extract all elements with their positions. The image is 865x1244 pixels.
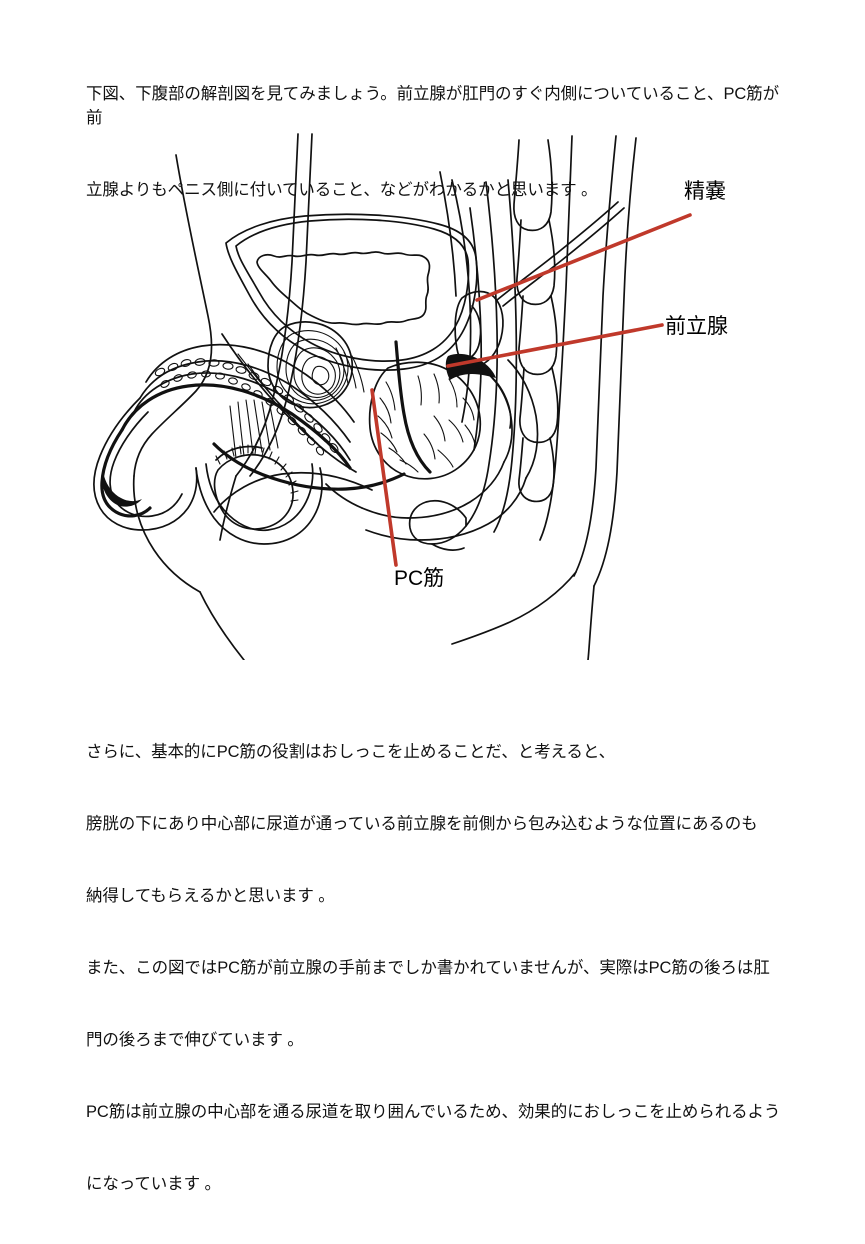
closing-line-6: PC筋は前立腺の中心部を通る尿道を取り囲んでいるため、効果的におしっこを止められ… — [86, 1103, 781, 1121]
back-skin-contour-inner-line — [573, 135, 617, 577]
rectum-anterior-wall-line — [485, 371, 513, 463]
bladder-middle-wall — [235, 218, 470, 362]
closing-line-1: さらに、基本的にPC筋の役割はおしっこを止めることだ、と考えると、 — [86, 743, 615, 761]
urethral-meatus-shape — [102, 476, 142, 507]
pointer-line-seminal-vesicle — [475, 213, 692, 302]
penis-ventral-outline — [139, 359, 351, 443]
pointer-line-prostate — [446, 323, 664, 368]
urethra-distal-line — [100, 428, 152, 518]
anal-canal-outer-line — [407, 461, 505, 519]
urethra-line — [120, 383, 352, 470]
cord-termination-line — [219, 475, 237, 541]
lumbar-vertebra-3-outline — [518, 295, 558, 376]
sacroiliac-contour-line — [451, 179, 472, 423]
seminal-vesicle-inner-line — [468, 305, 482, 359]
lumbar-vertebra-1-outline — [513, 139, 553, 232]
anal-canal-inner-line — [419, 477, 527, 541]
prostate-gland-striation-3 — [377, 415, 393, 439]
prostate-gland-striation-11 — [448, 419, 464, 443]
anatomy-svg: .o { fill:none; stroke:#111; stroke-widt… — [93, 133, 692, 660]
prostate-gland-striation-12 — [423, 433, 436, 460]
prostate-gland-striation-15 — [464, 424, 476, 446]
symphysis-ring-5 — [301, 355, 336, 395]
closing-line-4: また、この図ではPC筋が前立腺の手前までしか書かれていませんが、実際はPC筋の後… — [86, 959, 770, 977]
abdominal-wall-front-line — [133, 154, 213, 477]
closing-line-2: 膀胱の下にあり中心部に尿道が通っている前立腺を前側から包み込むような位置にあるの… — [86, 815, 758, 833]
prostatic-urethra-line — [394, 340, 432, 474]
epididymis-ticks — [215, 444, 299, 502]
bladder-group — [225, 213, 478, 371]
vas-deferens-line-outer — [502, 207, 625, 307]
document-page: 下図、下腹部の解剖図を見てみましょう。前立腺が肛門のすぐ内側についていること、P… — [0, 85, 865, 1193]
lumbar-vertebra-2-outline — [516, 219, 556, 306]
closing-paragraph: さらに、基本的にPC筋の役割はおしっこを止めることだ、と考えると、 膀胱の下にあ… — [86, 692, 806, 1244]
scrotum-outer-outline — [195, 467, 323, 545]
symphysis-ring-2 — [276, 330, 349, 405]
bladder-outer-wall — [225, 213, 478, 371]
pc-muscle-outer-edge — [221, 333, 357, 473]
rectum-anus-group — [212, 442, 527, 541]
symphysis-ring-4 — [293, 347, 341, 399]
label-prostate: 前立腺 — [665, 315, 728, 338]
ejaculatory-duct-shape — [445, 353, 496, 380]
prostate-gland-striation-4 — [380, 432, 398, 453]
prostate-outline — [368, 361, 482, 480]
label-pc-muscle: PC筋 — [394, 567, 445, 590]
bladder-mucosa-inner — [256, 251, 431, 326]
prostate-gland-striation-14 — [462, 397, 475, 421]
back-skin-contour-line — [593, 137, 637, 587]
sacral-canal-line — [493, 179, 518, 533]
sacral-segment-1-outline — [519, 367, 559, 444]
prostate-gland-striation-7 — [417, 375, 422, 406]
gluteal-fold-line — [451, 571, 577, 645]
prostate-gland-striation-1 — [385, 381, 396, 411]
intro-line-1: 下図、下腹部の解剖図を見てみましょう。前立腺が肛門のすぐ内側についていること、P… — [86, 85, 779, 127]
pointer-lines-group — [370, 213, 692, 567]
anatomy-diagram: .o { fill:none; stroke:#111; stroke-widt… — [0, 120, 865, 660]
pubic-ramus-line — [132, 475, 201, 593]
pointer-line-pc-muscle — [370, 388, 398, 567]
symphysis-ring-3 — [285, 338, 345, 401]
gluteal-contour-line — [587, 585, 595, 660]
perineal-body-line — [325, 483, 363, 509]
glans-group — [93, 397, 198, 531]
prostate-gland-striation-10 — [433, 415, 446, 442]
pelvic-brim-line — [439, 171, 457, 297]
spermatic-cord-line-outer — [235, 133, 299, 477]
spermatic-cord-group — [219, 133, 313, 541]
closing-line-3: 納得してもらえるかと思います 。 — [86, 887, 335, 905]
anus-opening-line — [361, 507, 409, 519]
prostate-gland-striation-2 — [379, 397, 392, 424]
symphysis-core — [311, 365, 330, 386]
pelvic-floor-thick-line — [212, 442, 406, 491]
prostate-gland-striation-9 — [448, 378, 458, 408]
rectum-posterior-wall-line — [507, 359, 539, 479]
pc-muscle-striation-c — [351, 355, 365, 393]
label-seminal-vesicle: 精嚢 — [684, 180, 726, 203]
prostate-gland-striation-13 — [437, 449, 454, 468]
closing-line-7: になっています 。 — [86, 1175, 221, 1193]
penis-group — [120, 343, 355, 470]
prostate-gland-striation-6 — [399, 459, 419, 473]
testis-outline — [213, 453, 294, 530]
sacral-spine-ridge-line — [539, 135, 573, 541]
glans-outer-outline — [93, 397, 198, 531]
closing-line-5: 門の後ろまで伸びています 。 — [86, 1031, 304, 1049]
pc-muscle-fiber-4 — [237, 353, 283, 407]
coccyx-tip-line — [431, 543, 465, 551]
scrotum-testis-group — [195, 399, 323, 545]
symphysis-outer-ring — [267, 321, 354, 409]
body-outline-group — [132, 154, 373, 660]
epididymis-outline — [215, 445, 263, 461]
prostate-gland-striation-8 — [433, 373, 440, 404]
coccyx-outline — [408, 499, 467, 545]
perineum-contour-line — [199, 591, 245, 660]
spermatic-cord-line-inner — [249, 133, 313, 477]
sacrum-vertebrae-group — [408, 135, 637, 660]
corpus-cavernosum-texture — [154, 358, 339, 456]
